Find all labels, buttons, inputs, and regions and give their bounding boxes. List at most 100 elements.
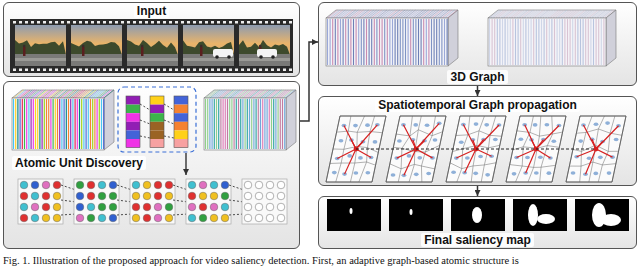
illustration-part — [356, 125, 377, 149]
illustration-part — [560, 10, 570, 18]
illustration-part — [150, 96, 164, 148]
illustration-part — [37, 21, 40, 24]
illustration-part — [432, 116, 435, 136]
illustration-part — [484, 163, 496, 165]
illustration-part — [534, 167, 541, 168]
illustration-part — [247, 69, 250, 72]
illustration-part — [265, 69, 268, 72]
illustration-part — [20, 192, 28, 200]
illustration-part — [356, 19, 357, 65]
illustration-part — [145, 69, 148, 72]
illustration-part — [505, 19, 506, 65]
illustration-part — [174, 139, 188, 148]
illustration-part — [271, 55, 275, 59]
illustration-part — [432, 132, 443, 136]
illustration-part — [572, 19, 573, 65]
illustration-part — [98, 214, 106, 222]
illustration-part — [367, 148, 378, 153]
illustration-part — [239, 25, 290, 66]
illustration-part — [525, 156, 530, 160]
illustration-part — [526, 149, 536, 173]
illustration-part — [12, 90, 114, 98]
illustration-part — [447, 19, 448, 65]
illustration-part — [83, 99, 84, 149]
illustration-part — [479, 116, 484, 131]
illustration-part — [395, 19, 396, 65]
illustration-part — [353, 124, 358, 128]
illustration-part — [348, 19, 349, 65]
illustration-part — [575, 19, 576, 65]
illustration-part — [220, 99, 221, 149]
illustration-part — [199, 69, 202, 72]
illustration-part — [207, 99, 208, 149]
illustration-part — [503, 10, 513, 18]
illustration-part — [614, 138, 619, 142]
illustration-part — [596, 129, 599, 145]
illustration-part — [17, 99, 18, 149]
illustration-part — [413, 19, 414, 65]
illustration-part — [441, 19, 442, 65]
illustration-part — [589, 182, 598, 183]
illustration-part — [586, 116, 592, 132]
illustration-part — [601, 214, 621, 226]
illustration-part — [421, 10, 431, 18]
illustration-part — [588, 19, 589, 65]
illustration-part — [42, 214, 50, 222]
illustration-part — [471, 182, 481, 183]
illustration-part — [90, 99, 91, 149]
illustration-part — [570, 19, 571, 65]
illustration-part — [450, 163, 462, 169]
panel-title: Input — [134, 4, 169, 18]
illustration-part — [357, 131, 370, 133]
illustration-part — [221, 181, 229, 189]
illustration-part — [474, 122, 479, 126]
illustration-part — [443, 116, 446, 132]
illustration-part — [559, 132, 562, 147]
illustration-part — [536, 10, 546, 18]
illustration-part — [418, 116, 421, 130]
illustration-part — [421, 116, 435, 117]
illustration-part — [461, 149, 463, 169]
illustration-part — [534, 171, 539, 175]
illustration-part — [567, 19, 568, 65]
illustration-part — [99, 99, 100, 149]
illustration-part — [204, 90, 296, 98]
illustration-part — [330, 10, 340, 18]
illustration-part — [390, 147, 394, 164]
flow-arrow — [300, 42, 318, 121]
illustration-part — [546, 171, 551, 175]
illustration-part — [397, 139, 402, 143]
illustration-part — [446, 163, 450, 182]
illustration-part — [497, 19, 498, 65]
illustration-part — [343, 10, 353, 18]
illustration-part — [538, 155, 543, 159]
illustration-part — [357, 116, 364, 132]
illustration-part — [333, 148, 344, 149]
illustration-part — [98, 181, 106, 189]
illustration-part — [91, 69, 94, 72]
illustration-part — [485, 173, 490, 177]
illustration-part — [154, 214, 162, 222]
illustration-part — [552, 116, 566, 117]
illustration-part — [244, 181, 252, 189]
illustration-part — [99, 90, 109, 98]
illustration-part — [583, 125, 596, 149]
illustration-part — [359, 182, 372, 183]
illustration-part — [280, 99, 281, 149]
illustration-part — [350, 208, 353, 214]
illustration-part — [28, 99, 29, 149]
illustration-part — [10, 19, 293, 73]
illustration-part — [547, 146, 559, 148]
illustration-part — [253, 99, 254, 149]
illustration-part — [473, 164, 484, 166]
illustration-part — [174, 122, 188, 131]
illustration-part — [165, 203, 173, 211]
illustration-part — [468, 131, 479, 135]
illustration-part — [141, 45, 144, 48]
illustration-part — [253, 69, 256, 72]
illustration-part — [150, 139, 164, 148]
illustration-part — [277, 69, 280, 72]
illustration-part — [97, 69, 100, 72]
illustration-part — [91, 21, 94, 24]
illustration-part — [238, 99, 239, 149]
